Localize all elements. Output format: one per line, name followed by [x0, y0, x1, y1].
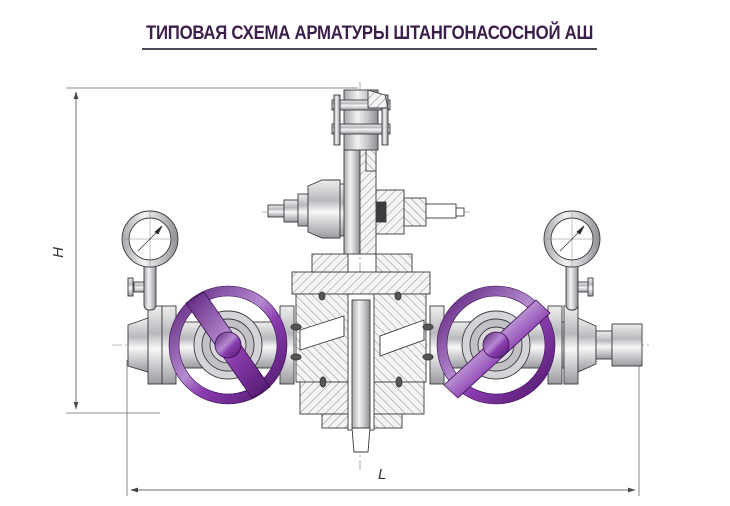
right-check-valve — [363, 189, 465, 235]
center-body — [290, 271, 434, 453]
length-dimension-label: L — [378, 466, 387, 483]
height-dimension-label: H — [49, 247, 67, 258]
left-outlet — [127, 305, 295, 385]
title-underline — [142, 48, 597, 50]
stuffing-box — [331, 89, 391, 255]
left-check-valve — [267, 179, 357, 239]
dimension-h — [66, 87, 358, 414]
dimension-l — [126, 360, 640, 496]
left-pressure-gauge — [121, 210, 179, 311]
right-handwheel — [436, 285, 556, 405]
page-title: ТИПОВАЯ СХЕМА АРМАТУРЫ ШТАНГОНАСОСНОЙ АШ — [146, 22, 594, 44]
left-handwheel — [168, 285, 288, 405]
right-pressure-gauge — [543, 210, 601, 311]
